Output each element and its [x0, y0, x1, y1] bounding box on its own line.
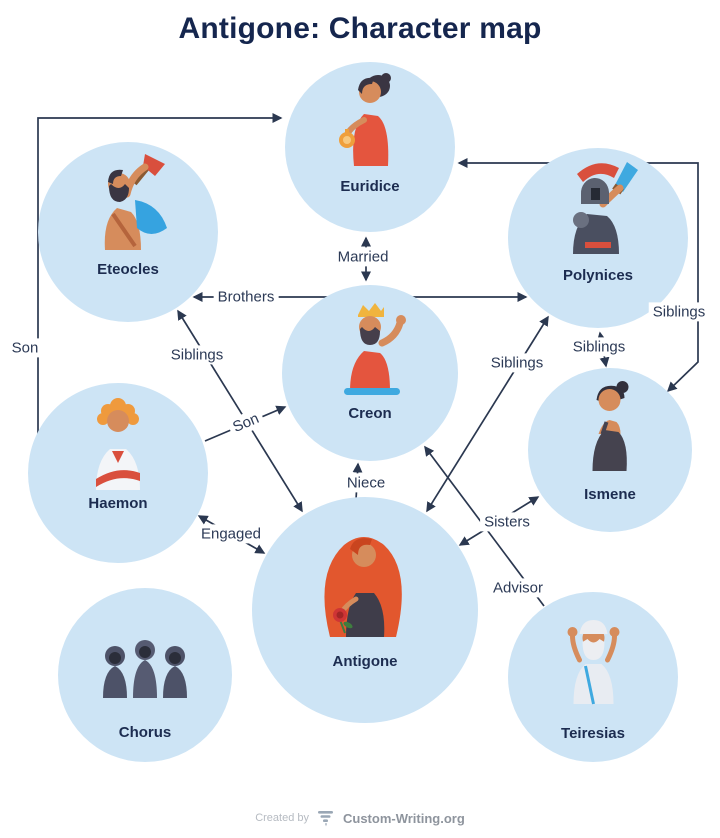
edge-label-brothers: Brothers	[213, 287, 279, 307]
character-label-antigone: Antigone	[332, 652, 398, 670]
character-circle-eteocles: Eteocles	[38, 142, 218, 322]
edge-siblings-left	[177, 309, 303, 513]
character-circle-ismene: Ismene	[528, 368, 692, 532]
character-label-haemon: Haemon	[88, 494, 148, 512]
brand-text: Custom-Writing.org	[343, 810, 465, 826]
character-circle-antigone: Antigone	[252, 497, 478, 723]
character-label-creon: Creon	[348, 404, 392, 422]
character-label-polynices: Polynices	[562, 266, 634, 284]
edge-son-outer-left	[37, 113, 283, 440]
ismene-illustration-icon	[592, 381, 629, 471]
eteocles-illustration-icon	[104, 154, 167, 250]
character-circle-haemon: Haemon	[28, 383, 208, 563]
created-by-text: Created by	[255, 812, 309, 824]
creon-illustration-icon	[344, 303, 406, 395]
edge-label-siblings-right-outer: Siblings	[648, 302, 710, 322]
edge-label-niece: Niece	[342, 473, 390, 493]
character-circle-euridice: Euridice	[285, 62, 455, 232]
euridice-illustration-icon	[339, 73, 391, 166]
character-label-eteocles: Eteocles	[97, 260, 159, 278]
edge-label-siblings-right-inner: Siblings	[568, 337, 630, 357]
custom-writing-funnel-logo-icon	[318, 811, 333, 827]
haemon-illustration-icon	[96, 398, 140, 490]
edge-label-siblings-left: Siblings	[166, 345, 228, 365]
character-circle-teiresias: Teiresias	[508, 592, 678, 762]
antigone-illustration-icon	[324, 537, 402, 637]
character-label-chorus: Chorus	[118, 723, 172, 741]
footer: Created by Custom-Writing.org	[0, 808, 720, 828]
character-circle-polynices: Polynices	[508, 148, 688, 328]
edge-label-son-outer-left: Son	[7, 338, 43, 358]
teiresias-illustration-icon	[567, 620, 620, 705]
character-circle-chorus: Chorus	[58, 588, 232, 762]
chorus-illustration-icon	[103, 640, 187, 698]
edge-label-sisters: Sisters	[480, 512, 534, 532]
page-title: Antigone: Character map	[178, 12, 542, 45]
edge-label-married: Married	[333, 247, 393, 267]
edge-label-siblings-center: Siblings	[486, 353, 548, 373]
character-label-euridice: Euridice	[340, 177, 400, 195]
edge-label-advisor: Advisor	[488, 578, 548, 598]
edge-label-engaged: Engaged	[196, 524, 266, 544]
character-label-teiresias: Teiresias	[561, 724, 625, 742]
polynices-illustration-icon	[573, 162, 638, 254]
character-label-ismene: Ismene	[584, 486, 636, 504]
character-circle-creon: Creon	[282, 285, 458, 461]
